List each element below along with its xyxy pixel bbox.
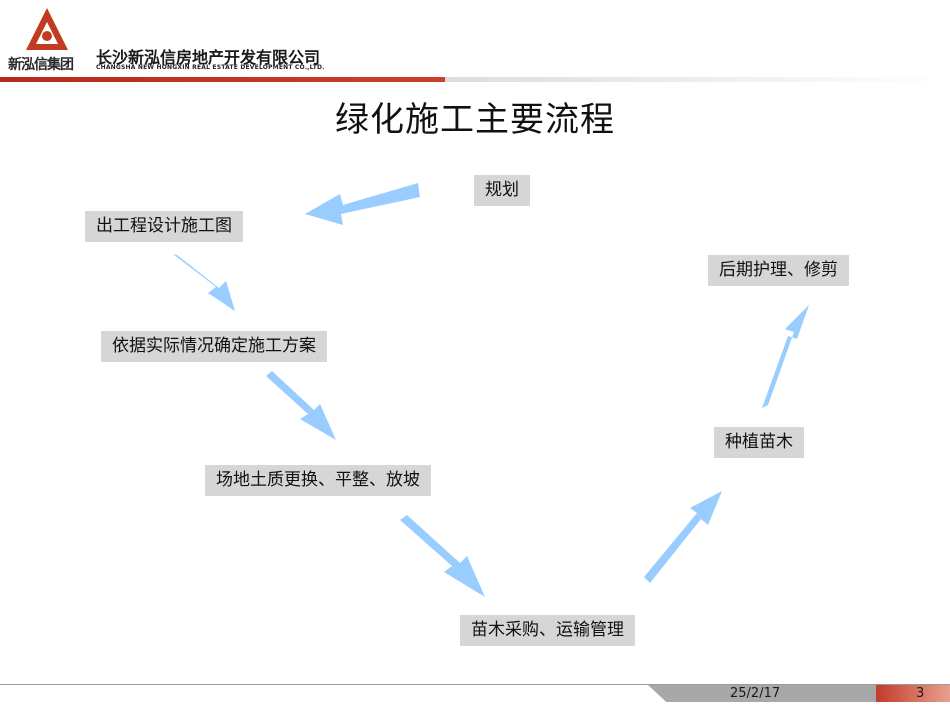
company-name-en: CHANGSHA NEW HONGXIN REAL ESTATE DEVELOP… xyxy=(96,64,325,71)
step-seedling-procurement: 苗木采购、运输管理 xyxy=(460,615,635,646)
flow-arrow-1 xyxy=(305,183,420,225)
flow-arrow-4 xyxy=(400,515,485,597)
logo-triangle-icon xyxy=(26,8,68,50)
header-rule-accent xyxy=(0,77,445,82)
company-name: 长沙新泓信房地产开发有限公司 xyxy=(96,48,321,67)
step-construction-plan: 依据实际情况确定施工方案 xyxy=(101,331,327,362)
header-rule xyxy=(0,77,950,82)
footer-page-band xyxy=(876,685,950,702)
step-planting: 种植苗木 xyxy=(714,427,804,458)
flow-arrow-3 xyxy=(266,371,336,440)
flow-arrow-6 xyxy=(762,305,809,408)
step-maintenance: 后期护理、修剪 xyxy=(708,255,849,286)
page-number: 3 xyxy=(916,686,925,701)
step-design-drawing: 出工程设计施工图 xyxy=(85,211,243,242)
logo-text: 新泓信集团 xyxy=(8,57,74,73)
page-title: 绿化施工主要流程 xyxy=(335,100,615,140)
step-planning: 规划 xyxy=(474,175,530,206)
footer-date: 25/2/17 xyxy=(730,686,781,701)
flow-arrow-2 xyxy=(173,254,235,311)
footer-date-band xyxy=(648,685,876,702)
step-site-preparation: 场地土质更换、平整、放坡 xyxy=(205,465,431,496)
company-logo: 新泓信集团 xyxy=(8,6,88,74)
flow-arrow-5 xyxy=(644,491,722,583)
footer-rule xyxy=(0,684,950,685)
